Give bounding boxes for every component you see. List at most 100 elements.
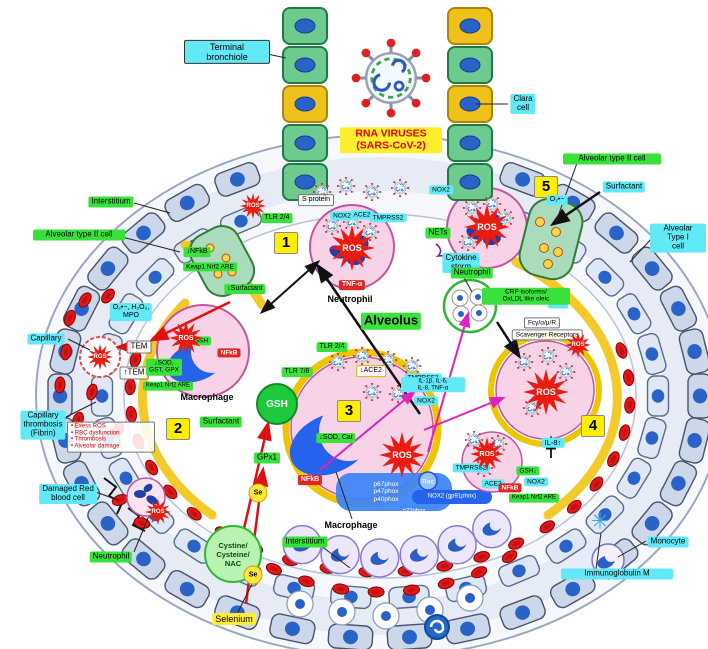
il8-up-label: IL-8↑ bbox=[541, 437, 565, 449]
surfactant-right-label: Surfactant bbox=[602, 181, 646, 193]
epithelial-cell bbox=[121, 538, 166, 580]
alveolar-type1-label: Alveolar Type I cell bbox=[650, 223, 706, 253]
alveolar-type2-left-label: Alveolar type II cell bbox=[33, 229, 125, 241]
fc-receptors-label: Fcγ/α/μ/R bbox=[523, 317, 561, 329]
nox2-mid-label: NOX2 bbox=[414, 396, 438, 406]
macrophage-bottom-label: Macrophage bbox=[324, 519, 378, 530]
epithelial-cell bbox=[678, 328, 708, 375]
nox2-s5-label: NOX2 bbox=[429, 185, 453, 195]
epithelial-cell bbox=[637, 332, 667, 376]
monocyte-label: Monocyte bbox=[647, 536, 689, 548]
virus-icon bbox=[556, 362, 576, 382]
virus-icon bbox=[352, 346, 372, 366]
nox2-top-label: NOX2 bbox=[330, 211, 354, 221]
neutrophil-right-label: Neutrophil bbox=[450, 267, 494, 279]
red-blood-cell bbox=[367, 586, 385, 598]
step-2-badge: 2 bbox=[166, 418, 190, 440]
epithelial-cell bbox=[87, 246, 129, 291]
alveolus-label: Alveolus bbox=[360, 312, 422, 330]
immune-cell bbox=[399, 534, 439, 575]
epithelial-cell bbox=[444, 613, 491, 645]
epithelial-cell bbox=[214, 162, 261, 197]
selenium-atom: Se bbox=[243, 565, 263, 585]
bronchiole-cell bbox=[282, 85, 328, 123]
gsh-molecule: GSH bbox=[256, 383, 298, 425]
virus-icon bbox=[360, 222, 380, 242]
inner-immune-cells bbox=[264, 508, 520, 630]
nox2-right-label: NOX2 bbox=[524, 477, 548, 487]
interstitium-bottom-label: Interstitium bbox=[282, 536, 328, 548]
tmprss2-top-label: TMPRSS2 bbox=[369, 213, 407, 223]
phox-complex-label: p67phox p47phox p40phox bbox=[373, 481, 399, 503]
fibrin-strand bbox=[103, 477, 124, 515]
coronavirus-icon bbox=[350, 37, 432, 119]
epithelial-cell bbox=[164, 569, 211, 609]
surfactant-left-label: Surfactant bbox=[199, 416, 243, 428]
tem-up-label: ↑TEM bbox=[119, 366, 149, 380]
excess-ros-list: • Exess ROS • RBC dysfunction • Thrombos… bbox=[67, 421, 155, 453]
step-4-badge: 4 bbox=[581, 415, 605, 437]
rna-viruses-label: RNA VIRUSES (SARS-CoV-2) bbox=[340, 127, 442, 153]
gsh-down-label: GSH↓ bbox=[516, 466, 540, 476]
epithelial-cell bbox=[594, 212, 639, 254]
rac-label: Rac bbox=[422, 478, 434, 486]
o2-h2o2-mpo-label: O₂•−, H₂O₂, MPO bbox=[109, 303, 153, 321]
nfkb-s4-label: NFkB bbox=[498, 483, 522, 493]
keap1-mid-label: Keap1 Nrf2 ARE bbox=[142, 381, 194, 391]
epithelial-cell bbox=[497, 554, 541, 587]
p22phox-label: p22phox bbox=[402, 508, 426, 515]
ace2-down-label: ↓ACE2 bbox=[356, 365, 386, 377]
epithelial-cell bbox=[121, 212, 166, 254]
tlr24-top-label: TLR 2/4 bbox=[261, 213, 293, 223]
clara-cell-label: Clara cell bbox=[510, 94, 536, 114]
virus-icon bbox=[362, 382, 382, 402]
bronchiole-cell bbox=[447, 163, 493, 201]
tem-label: TEM bbox=[126, 340, 152, 354]
scavenger-receptors-label: Scavenger Receptors bbox=[511, 329, 583, 341]
ace2-right-label: ACE2 bbox=[481, 479, 505, 489]
surfactant-down-label: ↓Surfactant bbox=[224, 284, 266, 294]
igm-pentamer-icon: ✳ bbox=[590, 508, 610, 534]
nets-label: NETs bbox=[425, 227, 451, 239]
bronchiole-cell bbox=[282, 7, 328, 45]
crp-label: CRP isoforms/ OxLDL like oleic bbox=[482, 287, 570, 305]
terminal-bronchiole-walls bbox=[282, 7, 493, 201]
step-3-badge: 3 bbox=[337, 400, 361, 422]
keap1-right-label: Keap1 Nrf2 ARE bbox=[508, 493, 560, 503]
interstitium-left-label: Interstitium bbox=[88, 196, 134, 208]
epithelial-cell bbox=[659, 285, 698, 332]
virus-icon bbox=[538, 346, 558, 366]
immunoglobulin-m-label: Immunoglobulin M bbox=[561, 568, 673, 580]
epithelial-cell bbox=[327, 623, 374, 649]
epithelial-cell bbox=[646, 375, 670, 417]
epithelial-cell bbox=[269, 613, 316, 645]
step-1-badge: 1 bbox=[274, 232, 298, 254]
tlr24-mid-label: TLR 2/4 bbox=[316, 342, 348, 352]
label-pointer-lines bbox=[65, 51, 653, 613]
damaged-rbc-label: Damaged Red blood cell bbox=[39, 484, 97, 504]
virus-icon bbox=[390, 178, 410, 198]
nox2-gp91-label: NOX2 (gp91phox) bbox=[427, 493, 477, 500]
selenium-label: Selenium bbox=[212, 612, 256, 626]
tlr78-label: TLR 7/8 bbox=[281, 367, 313, 377]
bronchiole-cell bbox=[282, 163, 328, 201]
o2-s5-label: O₂•− bbox=[546, 195, 568, 205]
epithelial-cell bbox=[616, 457, 652, 499]
immune-cell bbox=[456, 584, 484, 612]
bronchiole-cell bbox=[447, 124, 493, 162]
interleukins-label: IL-1β, IL-6, IL-8, TNF-α bbox=[401, 377, 465, 393]
bronchiole-cell bbox=[447, 85, 493, 123]
virus-icon bbox=[362, 182, 382, 202]
epithelial-cell bbox=[545, 528, 587, 564]
immune-cell bbox=[437, 525, 477, 565]
bronchiole-cell bbox=[447, 46, 493, 84]
s-protein-label: S protein bbox=[297, 194, 335, 206]
immune-cell bbox=[286, 590, 314, 618]
nfkb-down-label: ↓NFkB bbox=[183, 247, 211, 257]
virus-icon bbox=[328, 352, 348, 372]
ace2-top-label: ACE2 bbox=[350, 210, 374, 220]
bronchiole-cell bbox=[282, 46, 328, 84]
alveolar-type2-right-label: Alveolar type II cell bbox=[563, 153, 661, 165]
epithelial-cell bbox=[585, 257, 625, 297]
